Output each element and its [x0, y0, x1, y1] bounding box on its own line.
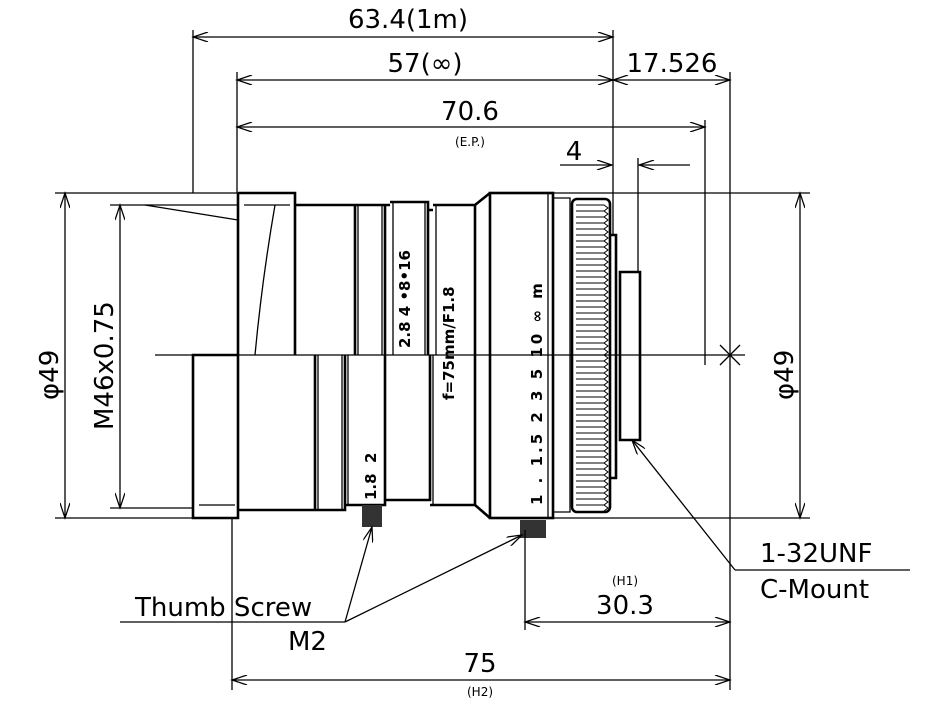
- knurl-tooth: [576, 468, 609, 476]
- knurl-tooth: [576, 474, 609, 482]
- knurl-tooth: [576, 282, 609, 290]
- dim-h1: 30.3: [596, 591, 654, 621]
- knurl-tooth: [576, 222, 609, 230]
- knurl-tooth: [576, 252, 609, 260]
- knurl-tooth: [576, 330, 609, 338]
- dim-overall-infinity: 57(∞): [387, 49, 462, 79]
- lens-body: [144, 191, 642, 538]
- thumb-screw-size: M2: [288, 627, 327, 657]
- knurl-tooth: [576, 300, 609, 308]
- knurl-tooth: [576, 426, 609, 434]
- knurl-tooth: [576, 444, 609, 452]
- knurl-tooth: [576, 498, 609, 506]
- knurl-tooth: [576, 288, 609, 296]
- dim-entrance-pupil: 70.6: [441, 97, 499, 127]
- dim-filter-thread: M46x0.75: [90, 301, 120, 430]
- knurl-tooth: [576, 276, 609, 284]
- knurl-tooth: [576, 438, 609, 446]
- knurl-tooth: [576, 246, 609, 254]
- knurl-tooth: [576, 306, 609, 314]
- knurl-tooth: [576, 234, 609, 242]
- h1-label: (H1): [612, 574, 638, 588]
- dim-back-focus: 17.526: [627, 49, 718, 79]
- knurl-tooth: [576, 480, 609, 488]
- knurl-tooth: [576, 204, 609, 212]
- dim-overall-1m: 63.4(1m): [348, 5, 468, 35]
- focal-length-marking: f=75mm/F1.8: [440, 286, 458, 400]
- mount-type-label: C-Mount: [760, 575, 869, 605]
- knurl-tooth: [576, 294, 609, 302]
- dim-diameter-left: φ49: [35, 350, 65, 400]
- aperture-scale-marking: 2.8 4 •8•16: [396, 250, 414, 348]
- knurl-tooth: [576, 240, 609, 248]
- knurl-tooth: [576, 366, 609, 374]
- knurl-tooth: [576, 264, 609, 272]
- dim-diameter-right: φ49: [770, 350, 800, 400]
- dim-flange-step: 4: [566, 137, 583, 167]
- knurl-tooth: [576, 258, 609, 266]
- knurl-tooth: [576, 420, 609, 428]
- thumb-screw-1: [362, 505, 382, 527]
- knurl-tooth: [576, 456, 609, 464]
- knurl-tooth: [576, 504, 609, 512]
- knurl-tooth: [576, 378, 609, 386]
- knurl-tooth: [576, 216, 609, 224]
- knurl-tooth: [576, 372, 609, 380]
- knurl-tooth: [576, 318, 609, 326]
- knurl-tooth: [576, 354, 609, 362]
- knurl-tooth: [576, 270, 609, 278]
- knurl-tooth: [576, 384, 609, 392]
- knurl-tooth: [576, 312, 609, 320]
- knurl-tooth: [576, 402, 609, 410]
- knurl-tooth: [576, 486, 609, 494]
- knurl-tooth: [576, 360, 609, 368]
- knurl-tooth: [576, 228, 609, 236]
- knurl-tooth: [576, 492, 609, 500]
- thumb-screw-label: Thumb Screw: [134, 593, 312, 623]
- aperture-low-marking: 1.8 2: [362, 453, 380, 500]
- knurl-tooth: [576, 342, 609, 350]
- mount-thread-label: 1-32UNF: [760, 539, 872, 569]
- knurl-tooth: [576, 324, 609, 332]
- extension-lines: [55, 30, 810, 690]
- dimension-lines: [65, 37, 910, 680]
- knurl-tooth: [576, 414, 609, 422]
- knurl-tooth: [576, 348, 609, 356]
- knurl-tooth: [576, 210, 609, 218]
- thumb-screw-2: [520, 520, 546, 538]
- knurled-ring: [576, 204, 609, 512]
- dim-h2: 75: [463, 649, 496, 679]
- knurl-tooth: [576, 462, 609, 470]
- knurl-tooth: [576, 450, 609, 458]
- distance-scale-marking: 1 . 1.5 2 3 5 10 ∞ m: [528, 280, 546, 505]
- knurl-tooth: [576, 396, 609, 404]
- knurl-tooth: [576, 390, 609, 398]
- knurl-tooth: [576, 408, 609, 416]
- knurl-tooth: [576, 336, 609, 344]
- h2-label: (H2): [467, 685, 493, 699]
- entrance-pupil-note: (E.P.): [455, 135, 485, 149]
- knurl-tooth: [576, 432, 609, 440]
